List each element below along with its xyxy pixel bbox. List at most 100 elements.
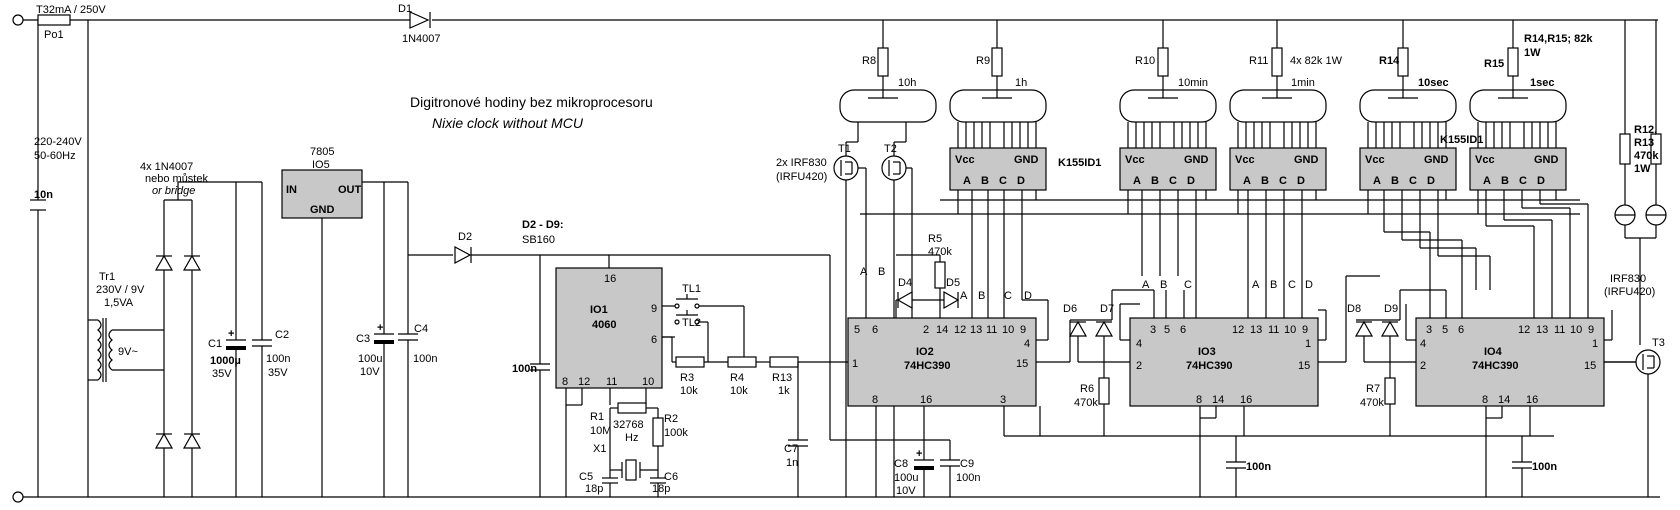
c4-value: 100n [413, 353, 437, 365]
diagram-title: Digitronové hodiny bez mikroprocesoru [410, 94, 653, 110]
counter-io2 [847, 317, 1037, 407]
drv4-c: C [1409, 175, 1417, 187]
tube-driver-wires [957, 122, 1557, 148]
t2-ref: T2 [884, 143, 897, 155]
regulator-io5 [281, 169, 363, 219]
c3-voltage: 10V [360, 366, 380, 378]
mains-terminal-bottom [12, 491, 24, 503]
io1-pin12: 12 [578, 376, 590, 388]
c3-ref: C3 [356, 333, 370, 345]
resistor-r7 [1384, 377, 1396, 405]
t3-note-1: IRF830 [1610, 273, 1646, 285]
diode-d5 [943, 290, 960, 310]
c5-value: 18p [585, 483, 603, 495]
diagram-subtitle: Nixie clock without MCU [432, 115, 584, 131]
io2-label-b: B [978, 290, 985, 302]
d8-ref: D8 [1347, 303, 1361, 315]
io4-pin15: 15 [1584, 360, 1596, 372]
neon-r-value: 470k [1634, 150, 1659, 162]
r14-ref: R14 [1379, 55, 1400, 67]
io1-pin8: 8 [562, 376, 568, 388]
io2-pin1: 1 [852, 358, 858, 370]
io4-pin11: 11 [1554, 324, 1565, 336]
tl1-ref: TL1 [682, 283, 701, 295]
driver-ics [949, 147, 1567, 191]
io1-pin11: 11 [606, 376, 617, 388]
drv1-vcc: Vcc [955, 154, 975, 166]
resistor-r5 [934, 261, 946, 289]
fuse [37, 14, 71, 26]
diode-d9 [1380, 320, 1400, 337]
diode-d8 [1354, 320, 1374, 337]
diode-d2 [454, 246, 472, 264]
io4-outputs [1383, 190, 1636, 436]
r15-ref: R15 [1484, 58, 1504, 70]
drv3-a: A [1243, 175, 1251, 187]
c1-value: 1000µ [210, 355, 241, 367]
io3-pin6: 6 [1180, 324, 1186, 336]
io3-pin2: 2 [1136, 360, 1142, 372]
d2-ref: D2 [458, 231, 472, 243]
tube3-label: 10min [1178, 77, 1208, 89]
io2-pin4: 4 [1024, 338, 1030, 350]
io3-pin16: 16 [1240, 394, 1252, 406]
io3-label-b: B [1160, 279, 1167, 291]
drv3-d: D [1297, 175, 1305, 187]
r6-ref: R6 [1080, 383, 1094, 395]
io1-pin6: 6 [651, 334, 657, 346]
r4-ref: R4 [730, 372, 744, 384]
drv2-d: D [1187, 175, 1195, 187]
io1-pin10: 10 [642, 376, 654, 388]
mains-terminal-top [12, 14, 24, 26]
drv2-a: A [1133, 175, 1141, 187]
io2-b-label: B [878, 266, 885, 278]
io2-label-d: D [1024, 290, 1032, 302]
c5-ref: C5 [579, 471, 593, 483]
drv5-c: C [1519, 175, 1527, 187]
io3-label-a: A [1142, 279, 1150, 291]
tr1-rating: 230V / 9V [96, 284, 145, 296]
c6-ref: C6 [664, 471, 678, 483]
d-note: D2 - D9: [522, 219, 564, 231]
io2-pin6: 6 [872, 324, 878, 336]
io4-pin14: 14 [1498, 394, 1510, 406]
io4-pin6: 6 [1458, 324, 1464, 336]
resistor-r1 [617, 402, 647, 414]
c9-value: 100n [956, 472, 980, 484]
io2-pin9: 9 [1020, 324, 1026, 336]
c8-voltage: 10V [896, 485, 916, 497]
drv2-b: B [1151, 175, 1159, 187]
tube6-label: 1sec [1530, 77, 1554, 89]
tr1-output: 9V~ [118, 346, 138, 358]
tube4-label: 1min [1291, 77, 1315, 89]
r15-note: R14,R15; 82k [1524, 33, 1593, 45]
c1-plus: + [228, 328, 234, 340]
diode-d6 [1068, 320, 1088, 337]
d5-ref: D5 [946, 277, 960, 289]
d1-type: 1N4007 [402, 33, 441, 45]
drv1-c: C [999, 175, 1007, 187]
drv4-vcc: Vcc [1365, 154, 1385, 166]
r4-value: 10k [730, 385, 748, 397]
c2-voltage: 35V [268, 367, 288, 379]
io3-pin13: 13 [1250, 324, 1262, 336]
drv3-c: C [1279, 175, 1287, 187]
io3-pin8: 8 [1196, 394, 1202, 406]
r11-ref: R11 [1249, 55, 1268, 67]
drv4-gnd: GND [1424, 154, 1449, 166]
io2-pin13: 13 [970, 324, 982, 336]
tube2-label: 1h [1015, 77, 1027, 89]
drv1-b: B [981, 175, 989, 187]
drv2-c: C [1169, 175, 1177, 187]
drv5-vcc: Vcc [1475, 154, 1495, 166]
bridge-label-1: 4x 1N4007 [140, 161, 193, 173]
c1-voltage: 35V [212, 368, 232, 380]
io4-pin16: 16 [1526, 394, 1538, 406]
drv1-d: D [1017, 175, 1025, 187]
io4-pin3: 3 [1426, 324, 1432, 336]
input-cap-value: 10n [34, 189, 53, 201]
c3-plus: + [377, 322, 383, 334]
io4-pin12: 12 [1518, 324, 1530, 336]
c6-value: 18p [652, 483, 670, 495]
drv5-gnd: GND [1534, 154, 1559, 166]
